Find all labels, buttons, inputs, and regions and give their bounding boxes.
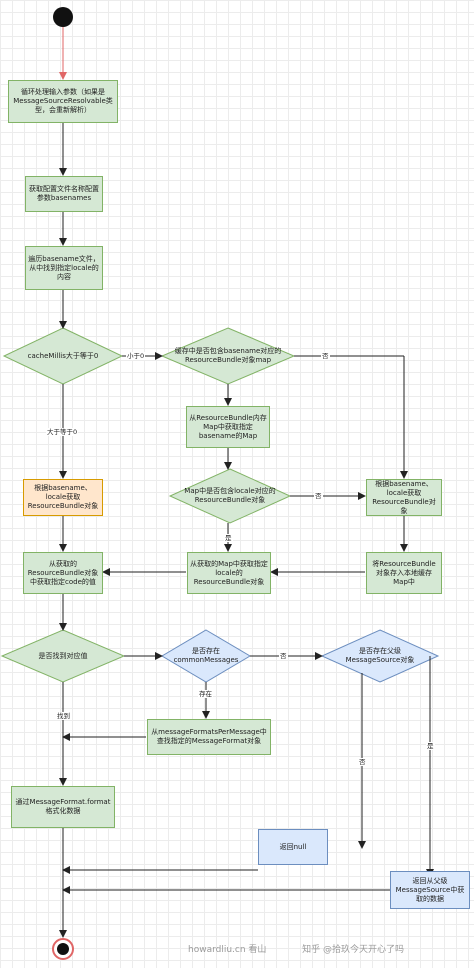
- end-node: [57, 943, 69, 955]
- node-loop-params: 循环处理输入参数（如果是MessageSourceResolvable类型，会重…: [8, 80, 118, 123]
- node-get-from-map: 从获取的Map中获取指定locale的ResourceBundle对象: [187, 552, 271, 594]
- node-find-message-format: 从messageFormatsPerMessage中查找指定的MessageFo…: [147, 719, 271, 755]
- node-get-code-value: 从获取的ResourceBundle对象中获取指定code的值: [23, 552, 103, 594]
- edge-label-no-1: 否: [321, 352, 330, 360]
- decision-found-value-text: 是否找到对应值: [38, 651, 88, 660]
- decision-has-parent: [320, 629, 440, 683]
- node-get-basenames: 获取配置文件名称配置参数basenames: [25, 176, 103, 212]
- edge-label-yes-2: 是: [426, 742, 435, 750]
- edge-label-no-2: 否: [314, 492, 323, 500]
- edge-label-no-4: 否: [358, 758, 367, 766]
- node-get-bundle-by-basename: 根据basename、locale获取ResourceBundle对象: [23, 479, 103, 516]
- node-return-parent: 返回从父级MessageSource中获取的数据: [390, 871, 470, 909]
- node-get-bundle-by-basename-2: 根据basename、locale获取ResourceBundle对象: [366, 479, 442, 516]
- decision-cache-has-basename-text: 缓存中是否包含basename对应的ResourceBundle对象map: [174, 347, 282, 364]
- edge-label-yes-1: 是: [224, 534, 233, 542]
- watermark-left: howardliu.cn 看山: [188, 945, 267, 955]
- node-iterate-basename: 遍历basename文件，从中找到指定locale的内容: [25, 246, 103, 290]
- edge-label-found: 找到: [56, 712, 71, 720]
- decision-has-parent-text: 是否存在父级MessageSource对象: [345, 647, 415, 664]
- edge-label-gte-0: 大于等于0: [46, 428, 79, 436]
- edge-label-exists: 存在: [198, 690, 213, 698]
- start-node: [53, 7, 73, 27]
- decision-map-has-locale-text: Map中是否包含locale对应的ResourceBundle对象: [184, 487, 276, 504]
- watermark-right: 知乎 @拾玖今天开心了吗: [302, 945, 405, 955]
- node-get-map-from-bundle: 从ResourceBundle内存Map中获取指定basename的Map: [186, 406, 270, 448]
- edge-label-less-than-0: 小于0: [126, 352, 146, 360]
- decision-cache-millis-text: cacheMillis大于等于0: [27, 351, 99, 360]
- node-store-bundle: 将ResourceBundle对象存入本地缓存Map中: [366, 552, 442, 594]
- decision-common-messages-text: 是否存在commonMessages: [173, 647, 239, 664]
- decision-map-has-locale: [168, 468, 292, 524]
- node-return-null: 返回null: [258, 829, 328, 865]
- node-format-data: 通过MessageFormat.format格式化数据: [11, 786, 115, 828]
- watermark: howardliu.cn 看山 知乎 @拾玖今天开心了吗: [188, 942, 404, 955]
- edge-label-no-3: 否: [279, 652, 288, 660]
